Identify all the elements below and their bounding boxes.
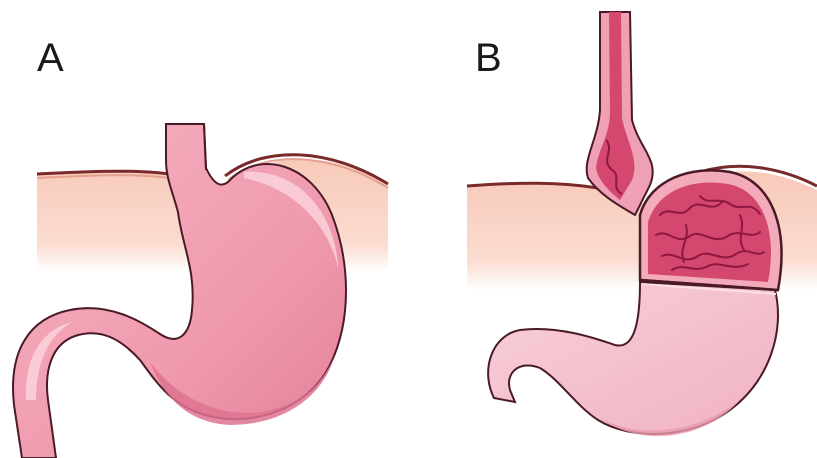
panel-a [13, 124, 388, 458]
hernia-mucosa [648, 183, 771, 282]
panel-b [467, 12, 817, 436]
stomach-b-lower [488, 282, 778, 434]
